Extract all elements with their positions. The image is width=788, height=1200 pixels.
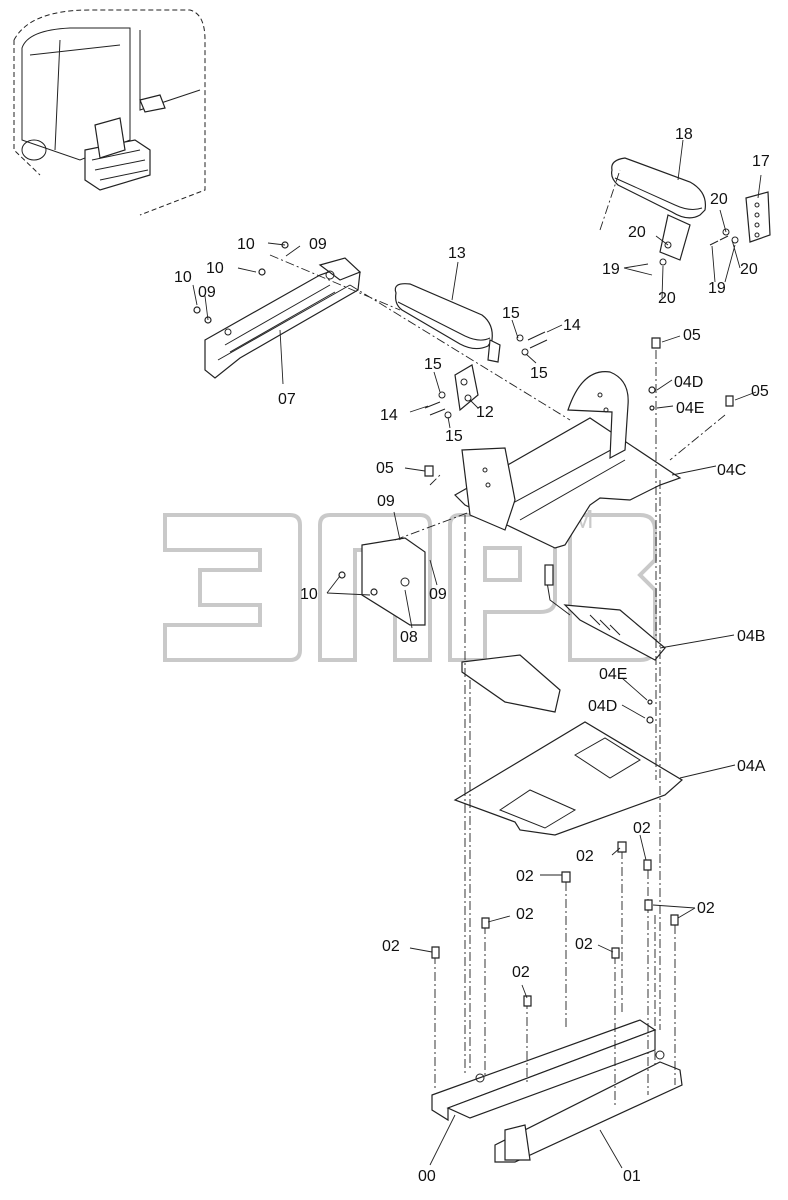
label-18: 18: [675, 126, 693, 143]
alignment-lines: [269, 169, 726, 1105]
base-rails: [431, 1019, 683, 1163]
label-05: 05: [751, 383, 769, 400]
label-10: 10: [206, 260, 224, 277]
label-04B: 04B: [737, 628, 765, 645]
seat-frame: [454, 371, 682, 549]
label-15: 15: [445, 428, 463, 445]
label-15: 15: [424, 356, 442, 373]
label-05: 05: [376, 460, 394, 477]
label-09: 09: [377, 493, 395, 510]
label-05: 05: [683, 327, 701, 344]
label-19: 19: [708, 280, 726, 297]
label-02: 02: [576, 848, 594, 865]
label-04D: 04D: [588, 698, 617, 715]
label-08: 08: [400, 629, 418, 646]
label-20: 20: [658, 290, 676, 307]
part-labels: 10 09 10 10 09 13 15 14 15 07 15 14 12 1…: [174, 126, 770, 1185]
side-plate: [361, 537, 426, 626]
bolts: [193, 241, 734, 1007]
label-09: 09: [198, 284, 216, 301]
label-04D: 04D: [674, 374, 703, 391]
slide-rail: [461, 564, 666, 713]
label-09: 09: [429, 586, 447, 603]
label-04C: 04C: [717, 462, 746, 479]
label-00: 00: [418, 1168, 436, 1185]
label-02: 02: [516, 868, 534, 885]
label-02: 02: [633, 820, 651, 837]
label-04E: 04E: [676, 400, 704, 417]
label-14: 14: [563, 317, 581, 334]
label-20: 20: [628, 224, 646, 241]
label-02: 02: [575, 936, 593, 953]
armrest-rail: [204, 257, 362, 379]
label-20: 20: [740, 261, 758, 278]
label-10: 10: [300, 586, 318, 603]
label-12: 12: [476, 404, 494, 421]
label-02: 02: [382, 938, 400, 955]
leader-lines: [192, 139, 762, 1169]
label-09: 09: [309, 236, 327, 253]
label-10: 10: [237, 236, 255, 253]
label-15: 15: [530, 365, 548, 382]
label-14: 14: [380, 407, 398, 424]
label-01: 01: [623, 1168, 641, 1185]
label-17: 17: [752, 153, 770, 170]
label-20: 20: [710, 191, 728, 208]
label-02: 02: [516, 906, 534, 923]
label-04E: 04E: [599, 666, 627, 683]
label-02: 02: [512, 964, 530, 981]
label-02: 02: [697, 900, 715, 917]
left-armrest-assembly: [394, 283, 548, 419]
label-15: 15: [502, 305, 520, 322]
label-04A: 04A: [737, 758, 766, 775]
right-armrest-assembly: [611, 157, 771, 266]
base-plate: [453, 721, 684, 836]
label-13: 13: [448, 245, 466, 262]
cab-inset: [13, 9, 206, 216]
label-07: 07: [278, 391, 296, 408]
label-19: 19: [602, 261, 620, 278]
label-10: 10: [174, 269, 192, 286]
